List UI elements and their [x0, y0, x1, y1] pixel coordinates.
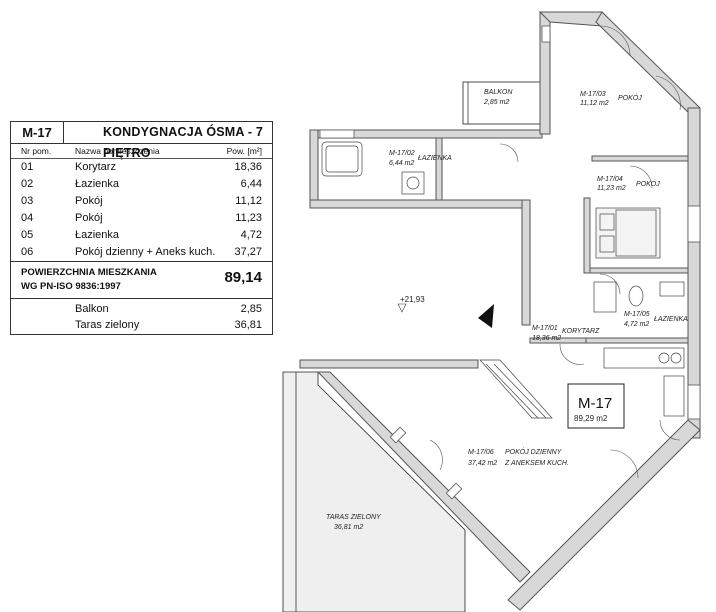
room-area: 11,12 — [235, 195, 262, 207]
extra-name: Taras zielony — [75, 319, 140, 331]
unit-id: M-17 — [11, 122, 64, 143]
room-name: Pokój — [75, 212, 103, 224]
room-name-label: POKÓJ — [636, 179, 660, 188]
room-name: Korytarz — [75, 161, 116, 173]
room-area-label: 18,36 m2 — [532, 335, 561, 342]
room-nr: 01 — [21, 161, 34, 173]
room-name: Łazienka — [75, 229, 120, 241]
unit-box-id: M-17 — [578, 395, 612, 412]
room-area-label: 6,44 m2 — [389, 160, 414, 167]
shaft — [479, 359, 553, 419]
table-header: M-17 KONDYGNACJA ÓSMA - 7 PIĘTRO — [11, 122, 272, 160]
room-label-04: M-17/04 11,23 m2 POKÓJ — [597, 176, 660, 192]
level-value: +21,93 — [400, 295, 425, 304]
door-swings — [429, 25, 681, 479]
room-area: 18,36 — [234, 161, 262, 173]
floor-title: KONDYGNACJA ÓSMA - 7 PIĘTRO — [103, 125, 264, 160]
extra-area: 2,85 — [240, 303, 262, 315]
room-name: Pokój dzienny + Aneks kuch. — [75, 246, 216, 258]
total-standard: WG PN-ISO 9836:1997 — [21, 281, 121, 292]
room-area-label: 37,42 m2 — [468, 460, 497, 467]
balcony-area: 2,85 m2 — [483, 99, 509, 106]
level-marker: +21,93 — [397, 295, 425, 313]
room-name: Łazienka — [75, 178, 120, 190]
col-name: Nazwa pomieszczenia — [75, 146, 160, 156]
total-area: POWIERZCHNIA MIESZKANIA WG PN-ISO 9836:1… — [11, 261, 272, 299]
room-code: M-17/04 — [597, 176, 623, 183]
unit-box-area: 89,29 m2 — [574, 414, 608, 423]
room-code: M-17/03 — [580, 91, 606, 98]
terrace-label: TARAS ZIELONY 36,81 m2 — [326, 514, 382, 531]
room-label-03: M-17/03 11,12 m2 POKÓJ — [580, 91, 642, 107]
walls — [299, 11, 701, 611]
total-value: 89,14 — [224, 269, 262, 286]
room-area: 11,23 — [235, 212, 262, 224]
room-code: M-17/05 — [624, 311, 650, 318]
unit-box: M-17 89,29 m2 — [567, 383, 625, 429]
terrace-name: TARAS ZIELONY — [326, 514, 382, 521]
room-nr: 03 — [21, 195, 34, 207]
room-label-02: M-17/02 6,44 m2 ŁAZIENKA — [389, 150, 452, 167]
col-nr: Nr pom. — [21, 146, 52, 156]
room-nr: 04 — [21, 212, 34, 224]
room-code: M-17/01 — [532, 325, 558, 332]
room-area: 37,27 — [234, 246, 262, 258]
room-table: M-17 KONDYGNACJA ÓSMA - 7 PIĘTRO Nr pom.… — [10, 121, 273, 335]
room-code: M-17/06 — [468, 449, 494, 456]
room-name: Pokój — [75, 195, 103, 207]
room-label-06: M-17/06 37,42 m2 POKÓJ DZIENNY Z ANEKSEM… — [468, 447, 569, 467]
bed-icon — [595, 207, 661, 259]
room-label-05: M-17/05 4,72 m2 ŁAZIENKA — [624, 311, 688, 328]
room-name-label: Z ANEKSEM KUCH. — [504, 460, 569, 467]
room-area-label: 11,12 m2 — [580, 100, 609, 107]
balcony-label: BALKON 2,85 m2 — [483, 89, 513, 106]
extra-name: Balkon — [75, 303, 109, 315]
room-name-label: ŁAZIENKA — [418, 155, 452, 162]
room-label-01: M-17/01 18,36 m2 KORYTARZ — [532, 325, 600, 342]
room-name-label: POKÓJ — [618, 93, 642, 102]
room-name-label: ŁAZIENKA — [654, 316, 688, 323]
room-name-label: KORYTARZ — [562, 328, 600, 335]
col-area: Pow. [m²] — [226, 146, 262, 156]
fixtures — [321, 141, 685, 417]
room-area-label: 4,72 m2 — [624, 321, 649, 328]
room-area: 6,44 — [240, 178, 262, 190]
total-label: POWIERZCHNIA MIESZKANIA — [21, 267, 157, 278]
balcony-name: BALKON — [484, 89, 513, 96]
room-nr: 06 — [21, 246, 34, 258]
entrance-arrow-icon — [478, 304, 494, 328]
room-code: M-17/02 — [389, 150, 415, 157]
room-nr: 02 — [21, 178, 34, 190]
room-area-label: 11,23 m2 — [597, 185, 626, 192]
room-nr: 05 — [21, 229, 34, 241]
terrace-area-label: 36,81 m2 — [334, 524, 363, 531]
room-area: 4,72 — [240, 229, 262, 241]
extra-area: 36,81 — [234, 319, 262, 331]
column-headers: Nr pom. Nazwa pomieszczenia Pow. [m²] — [11, 146, 272, 159]
room-name-label: POKÓJ DZIENNY — [505, 447, 563, 456]
balcony — [462, 81, 544, 125]
windows — [319, 25, 701, 500]
